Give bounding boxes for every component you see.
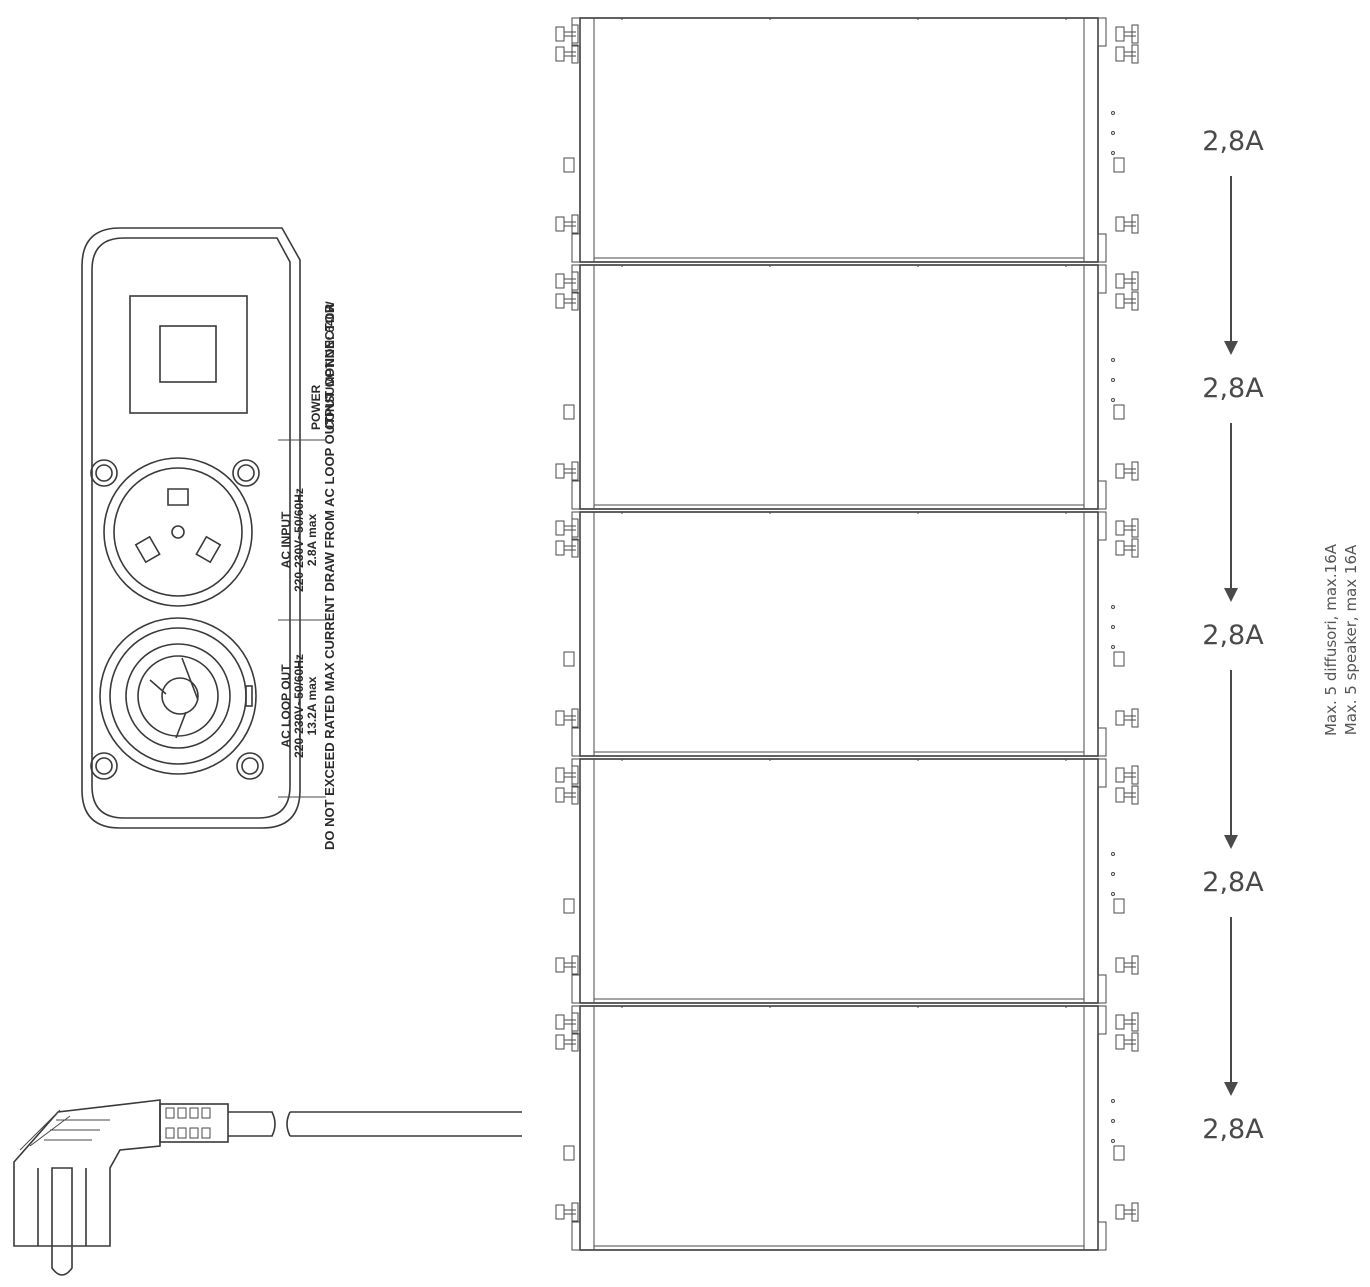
note-line-2: Max. 5 speaker, max 16A xyxy=(1342,544,1360,735)
current-label: 2,8A xyxy=(1202,373,1264,404)
current-label: 2,8A xyxy=(1202,867,1264,898)
flow-arrow xyxy=(1224,917,1238,1096)
speaker-cabinet xyxy=(555,1005,1139,1251)
speaker-cabinet xyxy=(555,758,1139,1004)
flow-arrow xyxy=(1224,176,1238,355)
power-label: POWER xyxy=(309,384,323,430)
note-line-1: Max. 5 diffusori, max.16A xyxy=(1322,543,1340,736)
label-dividers xyxy=(278,439,326,798)
side-notes: Max. 5 diffusori, max.16A Max. 5 speaker… xyxy=(1322,543,1360,736)
current-chain: 2,8A 2,8A 2,8A 2,8A 2,8A xyxy=(1202,126,1264,1145)
current-label: 2,8A xyxy=(1202,126,1264,157)
speaker-stack xyxy=(555,17,1139,1251)
ac-input-voltage: 220-230V~50/60Hz xyxy=(292,488,306,592)
current-label: 2,8A xyxy=(1202,1114,1264,1145)
loop-out-current: 13.2A max xyxy=(305,676,319,735)
warning-text: DO NOT EXCEED RATED MAX CURRENT DRAW FRO… xyxy=(322,303,337,850)
current-label: 2,8A xyxy=(1202,620,1264,651)
ac-loop-out-connector xyxy=(90,617,264,780)
ac-input-current: 2.8A max xyxy=(305,514,319,567)
rear-panel: POWER CONSUMPTION: 640W AC INPUT 220-230… xyxy=(81,227,337,850)
power-switch xyxy=(129,295,248,414)
speaker-cabinet xyxy=(555,511,1139,757)
power-plug xyxy=(13,1099,276,1276)
speaker-cabinet xyxy=(555,264,1139,510)
loop-out-title: AC LOOP OUT xyxy=(279,664,293,748)
speaker-cabinet xyxy=(555,17,1139,263)
ac-input-connector xyxy=(90,457,260,607)
ac-input-title: AC INPUT xyxy=(279,511,293,568)
power-consumption: CONSUMPTION: 640W xyxy=(323,301,337,430)
flow-arrow xyxy=(1224,423,1238,602)
power-cable xyxy=(286,1111,522,1137)
loop-out-voltage: 220-230V~50/60Hz xyxy=(292,654,306,758)
flow-arrow xyxy=(1224,670,1238,849)
